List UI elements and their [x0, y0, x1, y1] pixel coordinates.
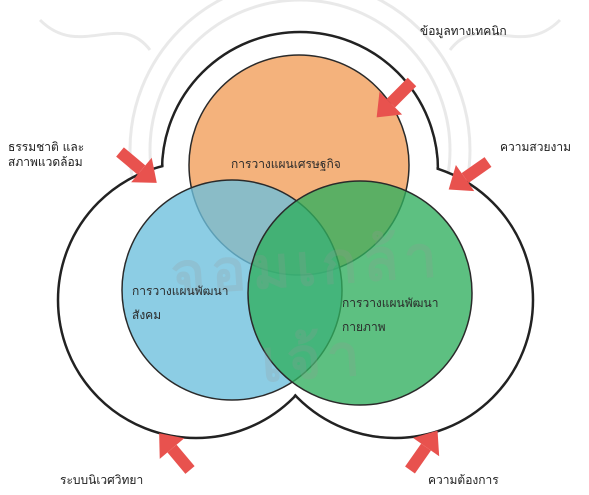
label-needs: ความต้องการ [428, 473, 499, 487]
label-aesthetics: ความสวยงาม [500, 140, 572, 154]
label-ecology: ระบบนิเวศวิทยา [60, 473, 144, 487]
circle-physical [247, 180, 473, 406]
arrow-bottom-right [405, 430, 440, 474]
label-social: การวางแผนพัฒนา สังคม [132, 284, 229, 322]
venn-circles [121, 54, 473, 406]
arrow-top-right [376, 77, 417, 118]
arrow-left [116, 147, 157, 183]
label-physical: การวางแผนพัฒนา กายภาพ [342, 296, 439, 334]
arrow-bottom-left [159, 433, 195, 474]
label-nature-environment: ธรรมชาติ และ สภาพแวดล้อม [8, 140, 85, 169]
arrows [116, 77, 492, 474]
arrow-right [448, 157, 492, 192]
label-economic: การวางแผนเศรษฐกิจ [231, 157, 341, 171]
label-technical-info: ข้อมูลทางเทคนิก [420, 24, 507, 38]
